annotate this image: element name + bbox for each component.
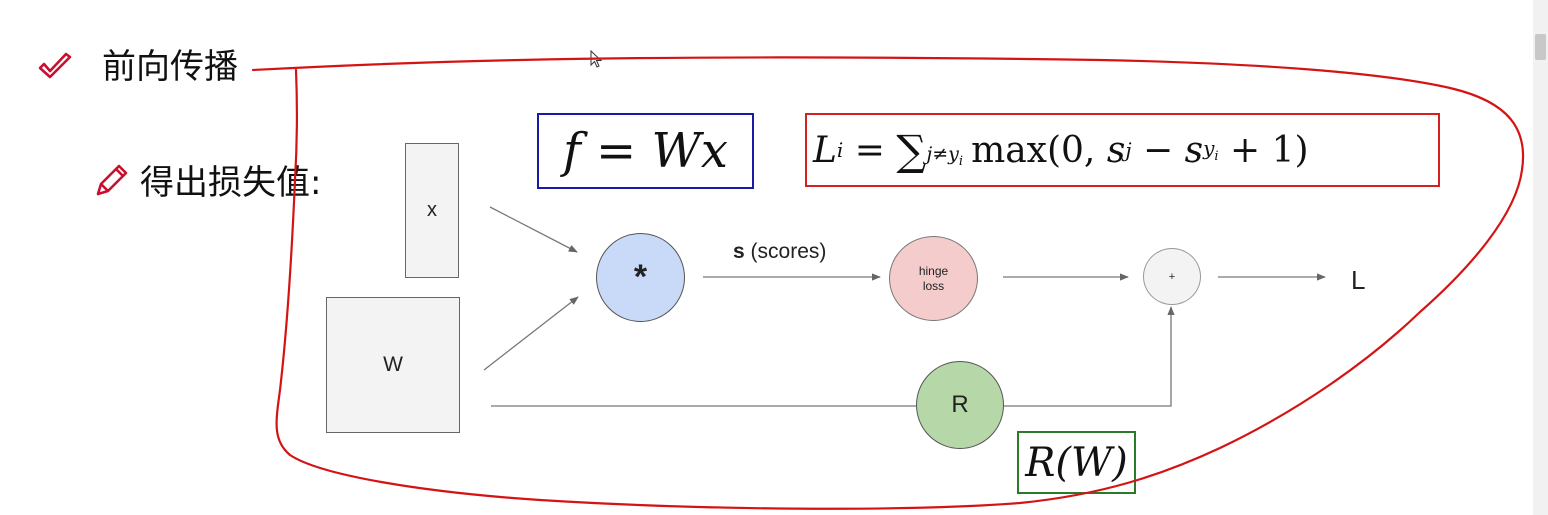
section-heading: 前向传播: [102, 47, 238, 87]
scores-rest: (scores): [744, 240, 827, 263]
reg-label: R: [951, 391, 969, 418]
pencil-icon: [96, 164, 128, 196]
output-label: L: [1351, 265, 1366, 295]
multiply-node: *: [596, 233, 685, 322]
loss-plus: + 1): [1218, 129, 1309, 171]
loss-syi-sub-i: i: [1214, 149, 1219, 164]
add-label: +: [1168, 270, 1176, 283]
regularization-formula: R(W): [1017, 431, 1136, 494]
edge-reg-to-add: [1004, 306, 1175, 407]
loss-sum-sub: j≠y: [926, 143, 959, 166]
input-x-box: x: [405, 143, 459, 278]
score-eq: =: [580, 123, 652, 179]
loss-syi: s: [1184, 129, 1204, 171]
reg-text: R(W): [1025, 439, 1128, 486]
scores-bold: s: [733, 240, 745, 263]
input-w-label: W: [383, 353, 403, 376]
add-node: +: [1143, 248, 1201, 305]
subheading: 得出损失值:: [140, 163, 322, 203]
regularization-node: R: [916, 361, 1004, 449]
hinge-label-line1: hinge: [918, 263, 949, 278]
loss-sj-sub: j: [1125, 138, 1132, 162]
input-w-box: W: [326, 297, 460, 433]
multiply-label: *: [633, 258, 648, 296]
loss-sum: ∑: [896, 125, 927, 175]
loss-max: max(0,: [971, 129, 1107, 171]
edge-w-to-multiply: [483, 296, 579, 371]
scores-edge-label: s (scores): [733, 240, 826, 264]
scrollbar-track[interactable]: [1533, 0, 1548, 515]
hinge-label-line2: loss: [922, 278, 945, 293]
loss-minus: −: [1131, 129, 1185, 171]
loss-syi-sub: y: [1203, 136, 1215, 160]
input-x-label: x: [427, 199, 437, 221]
scrollbar-thumb[interactable]: [1535, 34, 1546, 60]
loss-l: L: [813, 129, 837, 171]
loss-sum-sub-i: i: [958, 153, 964, 169]
hinge-loss-node: hinge loss: [889, 236, 978, 321]
loss-sj: s: [1106, 129, 1126, 171]
score-f: f: [563, 123, 581, 179]
score-w: W: [651, 123, 701, 179]
score-x: x: [700, 123, 728, 179]
check-icon: [38, 52, 72, 79]
loss-l-sub: i: [836, 138, 844, 162]
edge-x-to-multiply: [489, 206, 578, 253]
loss-eq: =: [843, 129, 897, 171]
